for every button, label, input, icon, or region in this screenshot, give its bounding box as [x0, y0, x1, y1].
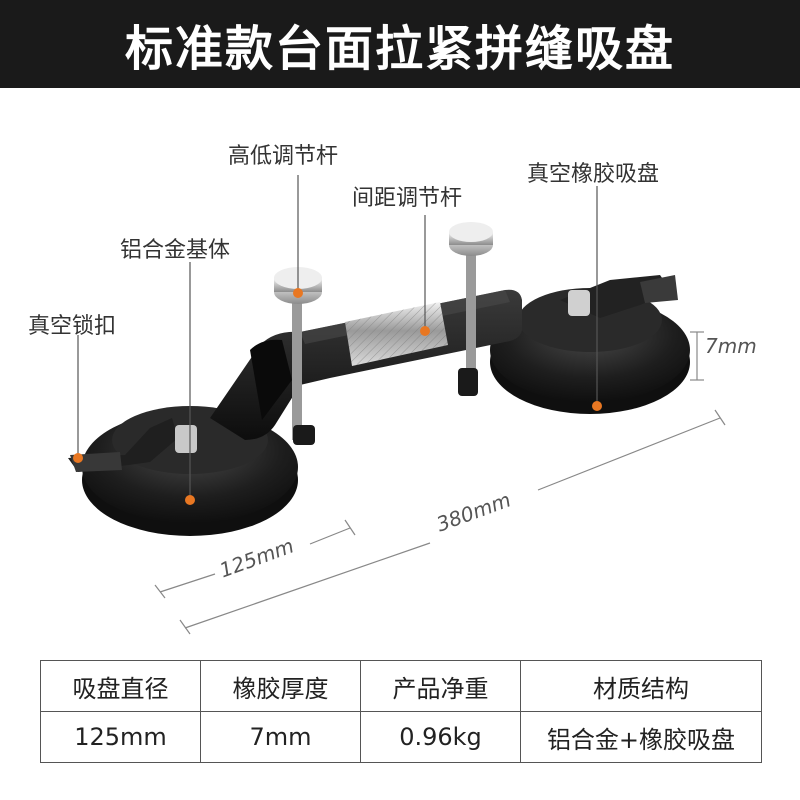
aluminum-base-label: 铝合金基体: [120, 238, 231, 263]
spacing-rod-label: 间距调节杆: [352, 186, 463, 211]
spec-header-cell: 橡胶厚度: [200, 660, 361, 712]
rubber-cup-label: 真空橡胶吸盘: [527, 162, 660, 187]
spec-value-row: 125mm 7mm 0.96kg 铝合金+橡胶吸盘: [40, 711, 762, 763]
spec-header-row: 吸盘直径 橡胶厚度 产品净重 材质结构: [40, 660, 762, 712]
product-illustration: [68, 175, 726, 635]
title-bar: 标准款台面拉紧拼缝吸盘: [0, 0, 800, 88]
callout-dots: [73, 288, 602, 505]
spec-value-cell: 7mm: [200, 711, 361, 763]
height-rod-label: 高低调节杆: [228, 144, 339, 169]
product-stage: 高低调节杆 间距调节杆 真空橡胶吸盘 铝合金基体 真空锁扣 7mm 380mm …: [0, 88, 800, 648]
spec-table: 吸盘直径 橡胶厚度 产品净重 材质结构 125mm 7mm 0.96kg 铝合金…: [40, 660, 762, 763]
right-suction-cup: [490, 275, 690, 414]
spec-header-cell: 产品净重: [360, 660, 521, 712]
spacing-rod: [449, 222, 493, 396]
vacuum-lock-label: 真空锁扣: [28, 314, 117, 339]
knurled-sleeve: [345, 302, 448, 366]
height-rod: [274, 267, 322, 445]
spec-value-cell: 125mm: [40, 711, 201, 763]
dimension-lines: [154, 331, 726, 635]
spec-header-cell: 吸盘直径: [40, 660, 201, 712]
page-title: 标准款台面拉紧拼缝吸盘: [124, 21, 675, 77]
thickness-dimension: 7mm: [705, 334, 757, 358]
spec-value-cell: 0.96kg: [360, 711, 521, 763]
callout-lines: [77, 175, 598, 500]
spec-header-cell: 材质结构: [520, 660, 762, 712]
spec-value-cell: 铝合金+橡胶吸盘: [520, 711, 762, 763]
